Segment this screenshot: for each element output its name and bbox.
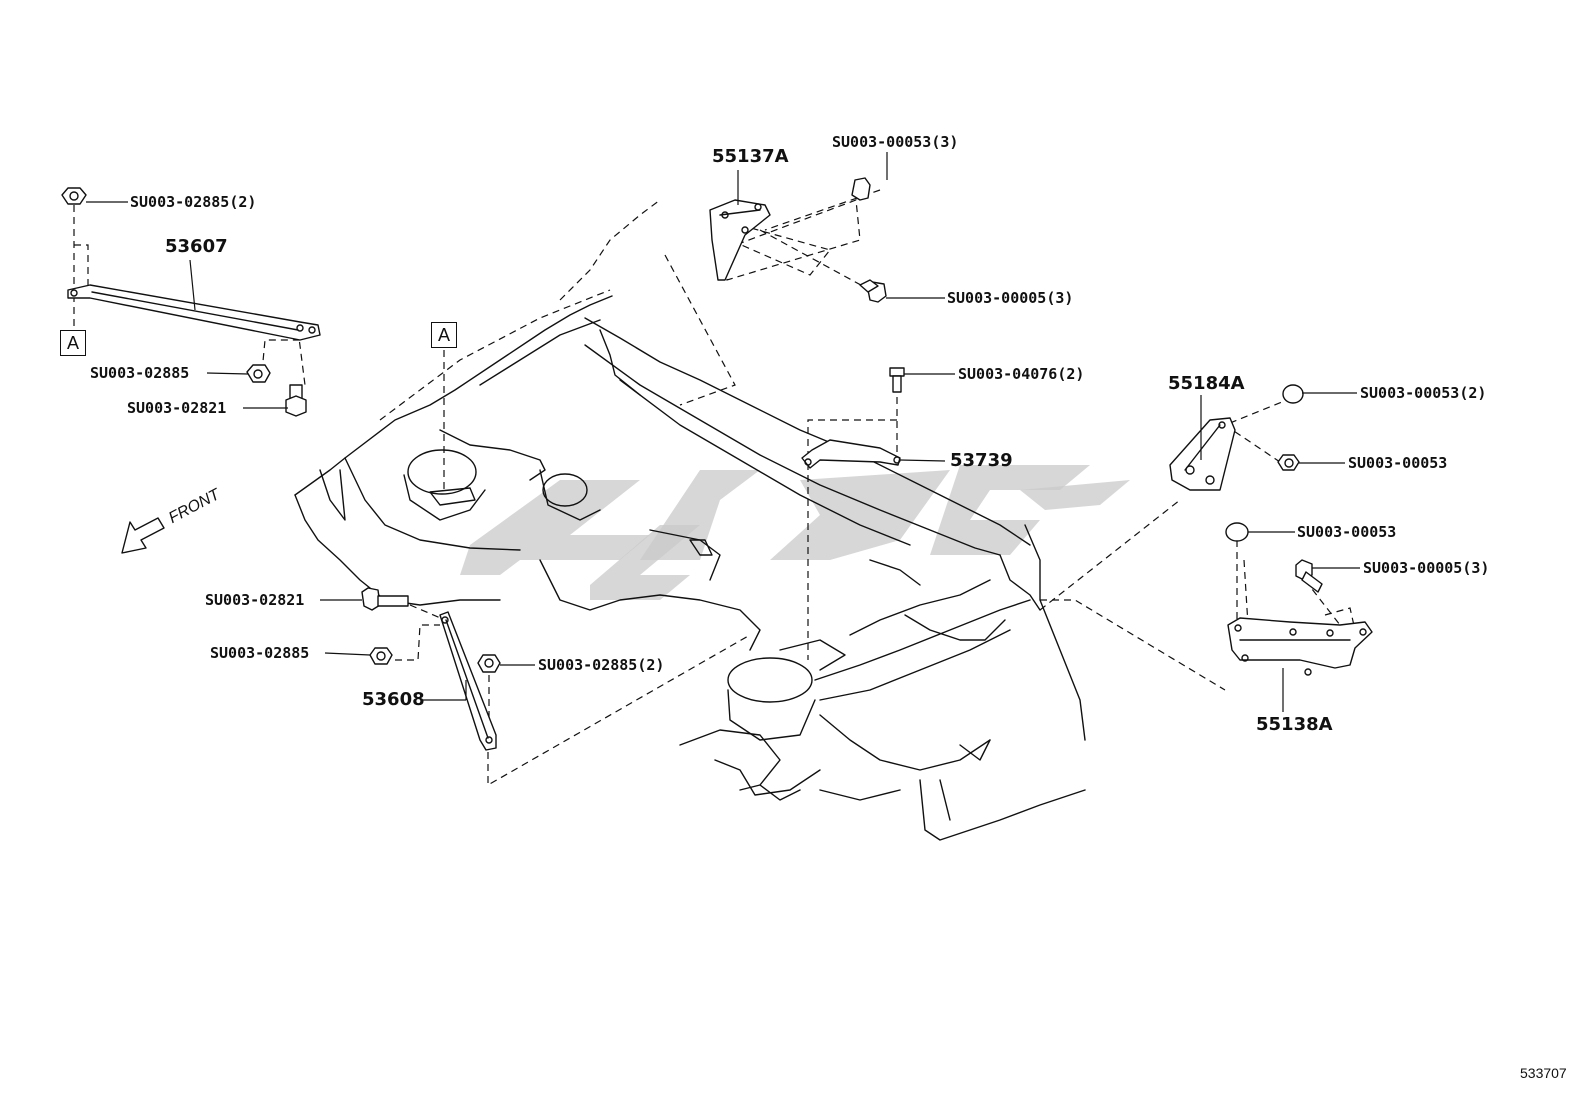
callout-bolt-su003-02821-lower[interactable]: SU003-02821 — [205, 591, 305, 609]
callout-bolt-su003-00005-3-top[interactable]: SU003-00005(3) — [947, 289, 1074, 307]
callout-nut-su003-00053-2[interactable]: SU003-00053(2) — [1360, 384, 1487, 402]
callout-bolt-su003-00005-3-right[interactable]: SU003-00005(3) — [1363, 559, 1490, 577]
callout-nut-su003-02885-lower[interactable]: SU003-02885 — [210, 644, 310, 662]
reference-marker-a-left: A — [60, 330, 86, 356]
watermark-logo — [460, 465, 1130, 600]
callout-bolt-su003-04076-2[interactable]: SU003-04076(2) — [958, 365, 1085, 383]
callout-nut-su003-02885-2-top[interactable]: SU003-02885(2) — [130, 193, 257, 211]
part-number-55184A[interactable]: 55184A — [1168, 373, 1245, 394]
callout-nut-su003-00053-3[interactable]: SU003-00053(3) — [832, 133, 959, 151]
diagram-number: 533707 — [1520, 1065, 1567, 1081]
part-number-53607[interactable]: 53607 — [165, 236, 228, 257]
reference-marker-a-center: A — [431, 322, 457, 348]
part-number-55137A[interactable]: 55137A — [712, 146, 789, 167]
brace-53607 — [67, 284, 321, 341]
vehicle-body-structure — [294, 199, 1086, 841]
fasteners — [61, 177, 1323, 673]
callout-nut-su003-02885-left[interactable]: SU003-02885 — [90, 364, 190, 382]
callout-nut-su003-02885-2-lower[interactable]: SU003-02885(2) — [538, 656, 665, 674]
bracket-55184A — [1169, 417, 1236, 491]
callout-bolt-su003-02821-left[interactable]: SU003-02821 — [127, 399, 227, 417]
part-number-55138A[interactable]: 55138A — [1256, 714, 1333, 735]
brace-53608 — [439, 611, 497, 751]
bracket-53739 — [801, 439, 901, 469]
callout-nut-su003-00053-lower[interactable]: SU003-00053 — [1297, 523, 1397, 541]
part-number-53739[interactable]: 53739 — [950, 450, 1013, 471]
front-arrow-icon — [121, 517, 165, 554]
callout-nut-su003-00053-right[interactable]: SU003-00053 — [1348, 454, 1448, 472]
bracket-55137A — [709, 199, 771, 281]
assembly-dashed-lines — [73, 189, 1356, 787]
part-number-53608[interactable]: 53608 — [362, 689, 425, 710]
bracket-55138A — [1227, 617, 1373, 676]
leader-lines — [86, 152, 1360, 712]
